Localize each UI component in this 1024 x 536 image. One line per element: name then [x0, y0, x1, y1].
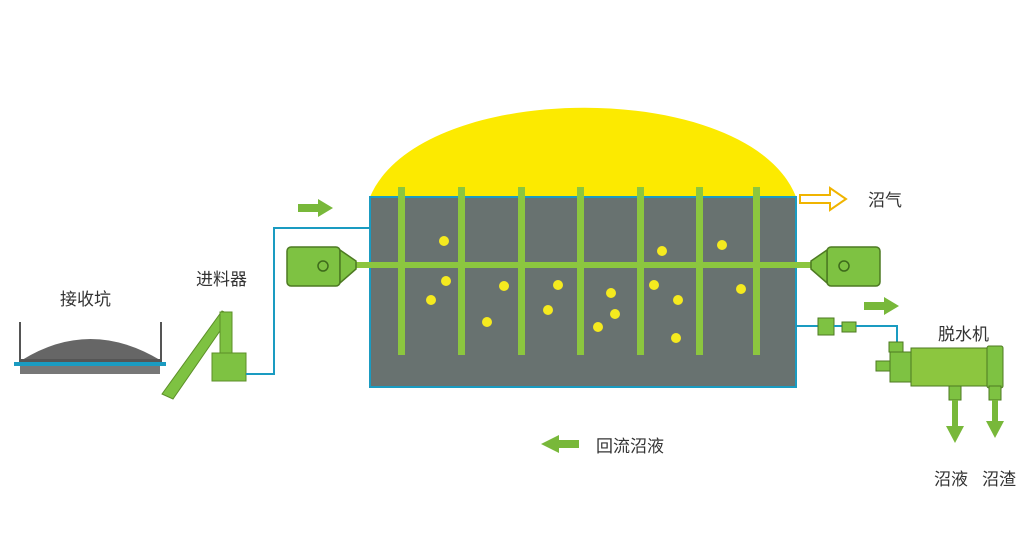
feeder-label: 进料器 [196, 270, 247, 290]
dewatering-machine [875, 341, 1004, 401]
biogas-label: 沼气 [868, 191, 902, 211]
arrow-right-icon [799, 186, 848, 212]
feed-pipe [246, 227, 372, 375]
receiving-pit [14, 322, 166, 374]
dewatering-machine-label: 脱水机 [938, 325, 989, 345]
pit-label: 接收坑 [60, 290, 111, 310]
arrow-down-icon [986, 400, 1004, 438]
biogas-bubbles [426, 236, 746, 343]
arrow-right-icon [864, 297, 899, 315]
arrow-down-icon [946, 400, 964, 443]
feeder [161, 310, 247, 400]
gas-dome [370, 107, 796, 197]
reflux-label: 回流沼液 [596, 437, 664, 457]
digestate-liquid-label: 沼液 [934, 470, 968, 490]
motor-icon [810, 246, 881, 287]
arrow-left-icon [541, 435, 579, 453]
arrow-right-icon [298, 199, 333, 217]
motor-icon [286, 246, 357, 287]
stirrer [355, 187, 811, 355]
digestate-residue-label: 沼渣 [982, 470, 1016, 490]
